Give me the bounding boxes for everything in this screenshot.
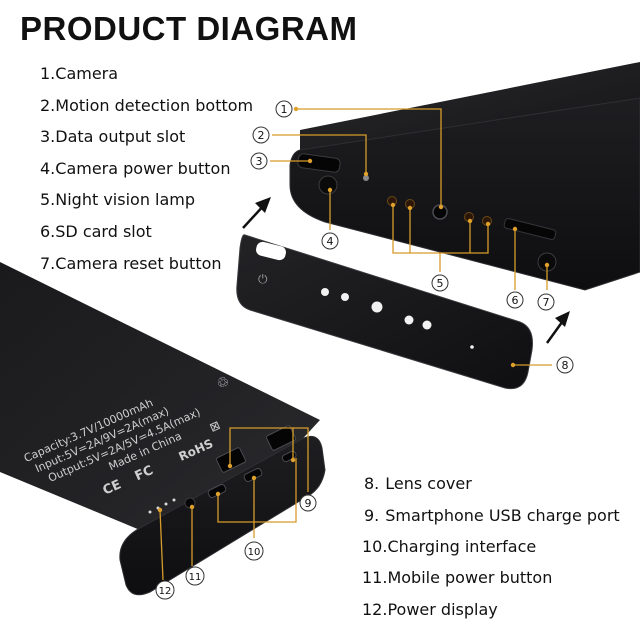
- power-display-led: [172, 498, 176, 502]
- callout-dot: [510, 362, 516, 368]
- svg-text:8: 8: [562, 359, 569, 372]
- svg-text:4: 4: [327, 235, 334, 248]
- svg-text:12: 12: [159, 586, 172, 597]
- sd-card-slot: [503, 217, 557, 241]
- recycle-icon: ♲: [214, 373, 232, 393]
- callout-dot: [293, 106, 299, 112]
- legend-item-camera: 1.Camera: [40, 64, 119, 83]
- svg-text:5: 5: [437, 277, 444, 290]
- motion-detection-sensor: [363, 175, 369, 181]
- legend-item-camera-power-button: 4.Camera power button: [40, 159, 231, 178]
- svg-text:2: 2: [258, 129, 265, 142]
- arrow-head: [255, 197, 271, 213]
- camera-device-top-face: [300, 62, 640, 152]
- callout-dot: [215, 491, 221, 497]
- legend-item-lens-cover: 8.Lens cover: [364, 474, 472, 493]
- callout-marker-10: 10: [244, 541, 264, 561]
- callout-dot: [407, 205, 413, 211]
- callout-dot: [251, 475, 257, 481]
- power-display-led: [164, 502, 168, 506]
- callout-line-10a: [217, 458, 297, 523]
- assembly-arrows: [242, 197, 570, 344]
- svg-text:7: 7: [543, 296, 550, 309]
- lens-cover-hole: [321, 288, 329, 296]
- callout-dot: [227, 463, 233, 469]
- camera-device-end-face: [289, 97, 640, 291]
- arrow-head: [555, 311, 570, 327]
- svg-text:3: 3: [256, 155, 263, 168]
- callout-dot: [390, 202, 396, 208]
- legend-item-data-output-slot: 3.Data output slot: [40, 127, 186, 146]
- callout-dot: [438, 204, 444, 210]
- callout-dot: [363, 171, 369, 177]
- legend-item-sd-card-slot: 6.SD card slot: [40, 222, 152, 241]
- legend-item-night-vision-lamp: 5.Night vision lamp: [40, 190, 196, 209]
- callout-line-1: [296, 108, 442, 207]
- callout-marker-4: 4: [321, 232, 339, 250]
- svg-text:11: 11: [189, 572, 202, 583]
- callout-dot: [485, 221, 491, 227]
- callout-marker-11: 11: [185, 566, 205, 586]
- callout-marker-8: 8: [556, 356, 574, 374]
- callout-dot: [327, 187, 333, 193]
- camera-device: [289, 62, 640, 291]
- lens-cover-hole: [341, 293, 349, 301]
- callout-marker-7: 7: [537, 293, 555, 311]
- callout-marker-12: 12: [155, 580, 175, 600]
- callout-lines: [159, 108, 552, 581]
- callout-dot: [189, 504, 195, 510]
- callout-dot: [544, 262, 550, 268]
- callout-line-12: [159, 509, 164, 581]
- callout-dot: [512, 226, 518, 232]
- callout-line-9a: [229, 427, 294, 466]
- legend-item-motion-detection: 2.Motion detection bottom: [40, 96, 254, 115]
- legend-item-charging-interface: 10.Charging interface: [362, 537, 537, 556]
- lens-cover-hole: [404, 315, 414, 325]
- svg-text:9: 9: [305, 497, 312, 510]
- callout-line-9b: [293, 427, 309, 492]
- svg-text:10: 10: [248, 547, 261, 558]
- page-title: PRODUCT DIAGRAM: [20, 10, 358, 47]
- callout-dot: [467, 218, 473, 224]
- callout-marker-1: 1: [275, 100, 293, 118]
- power-display-led: [148, 510, 152, 514]
- callout-marker-2: 2: [252, 126, 270, 144]
- callout-line-2: [272, 134, 367, 174]
- callout-dot: [290, 457, 296, 463]
- svg-text:6: 6: [512, 294, 519, 307]
- power-icon: ⏻: [258, 272, 268, 286]
- callout-dot: [157, 507, 163, 513]
- camera-power-button: [318, 175, 338, 195]
- lens-cover-hole: [422, 320, 432, 330]
- power-bank: Capacity:3.7V/10000mAh Input:5V=2A/9V=2A…: [0, 262, 326, 596]
- callout-marker-9: 9: [299, 494, 317, 512]
- legend-item-power-display: 12.Power display: [362, 600, 498, 619]
- lens-cover: ⏻: [236, 234, 533, 390]
- legend-item-camera-reset-button: 7.Camera reset button: [40, 254, 222, 273]
- lens-cover-slot-window: [256, 241, 286, 261]
- ce-mark: CE: [101, 477, 124, 498]
- callout-marker-5: 5: [431, 274, 449, 292]
- fc-mark: FC: [133, 463, 156, 484]
- callout-dots: [157, 106, 550, 513]
- data-output-slot: [297, 153, 341, 173]
- callout-marker-6: 6: [506, 291, 524, 309]
- lens-cover-hole: [371, 301, 383, 313]
- lens-cover-hole: [470, 345, 474, 349]
- camera-lens: [432, 204, 448, 220]
- svg-text:1: 1: [281, 103, 288, 116]
- lens-cover-body: [236, 234, 533, 390]
- usb-port: [215, 447, 247, 473]
- legend-item-mobile-power-button: 11.Mobile power button: [362, 568, 553, 587]
- callout-markers: 1 2 3 4 5 6 7 8: [155, 100, 574, 600]
- callout-marker-3: 3: [250, 152, 268, 170]
- callout-dot: [307, 158, 313, 164]
- legend-item-usb-charge-port: 9.Smartphone USB charge port: [364, 506, 620, 525]
